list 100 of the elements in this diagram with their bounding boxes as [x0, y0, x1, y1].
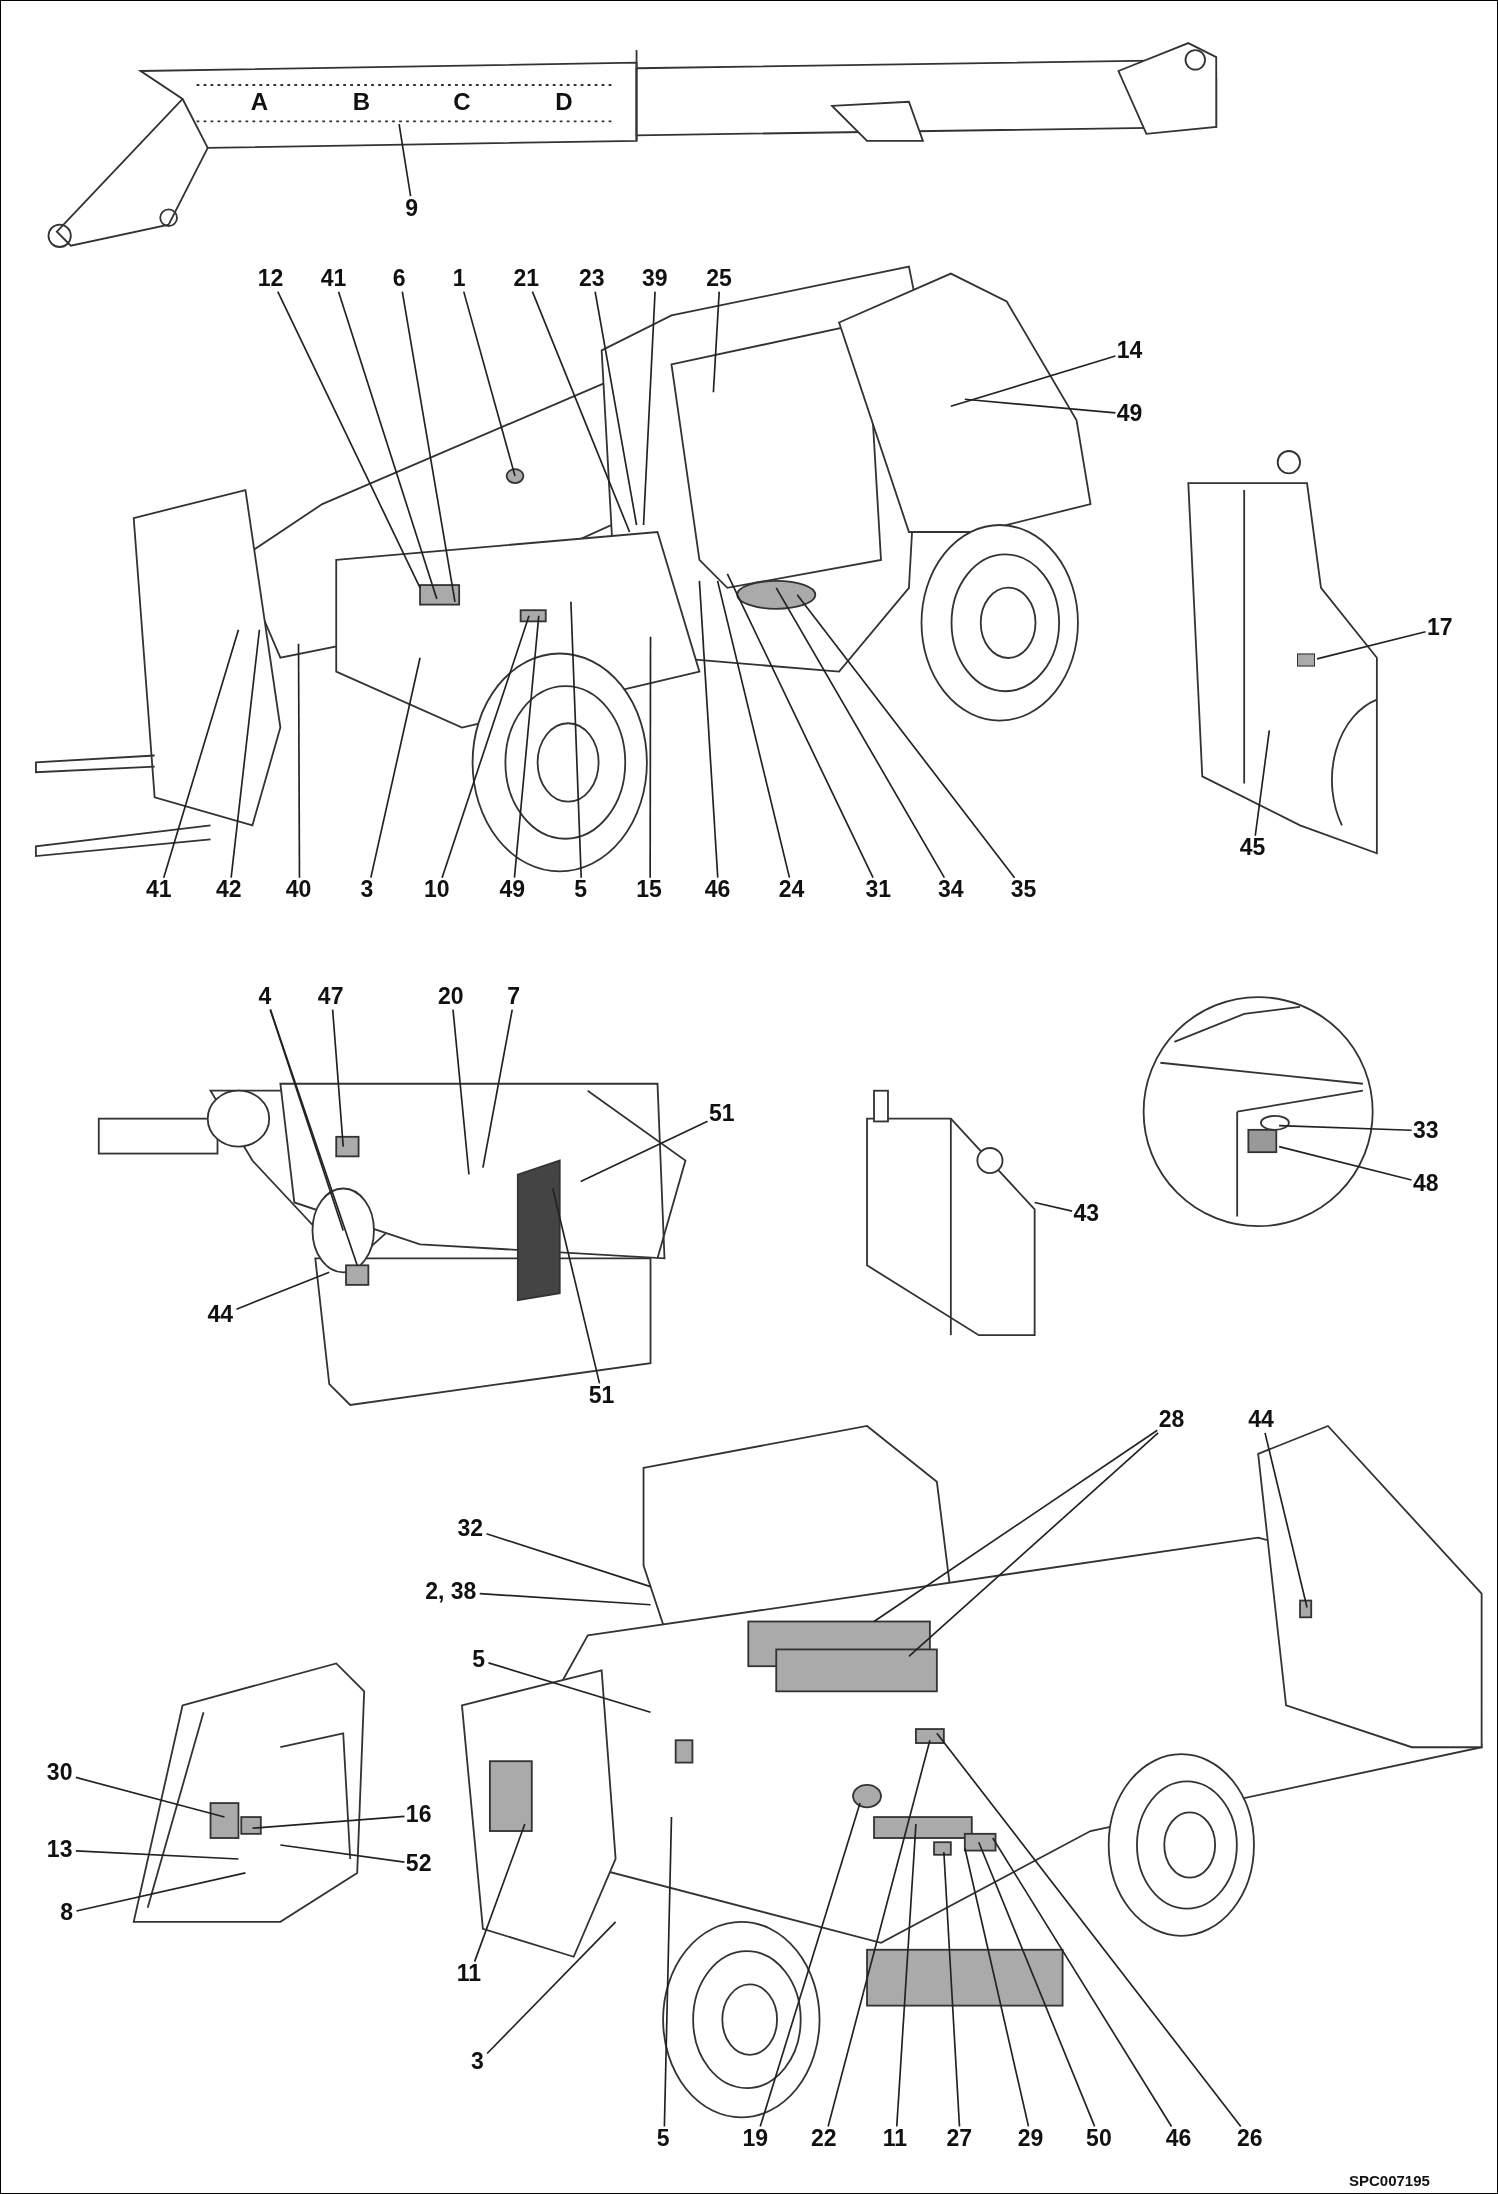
callout-number: 22: [809, 2126, 838, 2150]
leader-line: [462, 290, 516, 477]
leader-line: [936, 1732, 1242, 2128]
leader-line: [269, 1008, 359, 1267]
leader-line: [331, 1008, 345, 1148]
callout-number: 11: [455, 1961, 483, 1985]
leader-line: [977, 1841, 1096, 2128]
leader-line: [473, 1823, 526, 1963]
callout-number: 3: [359, 877, 375, 901]
leader-line: [1278, 1124, 1413, 1132]
leader-line: [712, 290, 721, 394]
callout-number: 5: [471, 1647, 487, 1671]
callout-number: 8: [59, 1900, 75, 1924]
callout-number: 25: [705, 266, 733, 290]
section-letter: C: [453, 89, 471, 114]
callout-number: 5: [573, 877, 589, 901]
leader-line: [775, 587, 946, 879]
callout-number: 33: [1411, 1118, 1440, 1142]
callout-number: 44: [1247, 1407, 1275, 1431]
callout-number: 11: [881, 2126, 909, 2150]
callout-number: 39: [640, 266, 669, 290]
callout-number: 32: [456, 1516, 485, 1540]
leader-line: [950, 355, 1117, 408]
leader-line: [991, 1837, 1173, 2128]
callout-number: 52: [404, 1851, 433, 1875]
callout-number: 4: [257, 984, 273, 1008]
callout-number: 14: [1115, 338, 1144, 362]
callout-number: 3: [469, 2049, 485, 2073]
callout-number: 34: [937, 877, 965, 901]
leader-line: [162, 628, 240, 879]
callout-number: 2, 38: [424, 1579, 478, 1603]
callout-number: 29: [1016, 2126, 1045, 2150]
callout-number: 28: [1157, 1407, 1186, 1431]
leader-line: [716, 580, 791, 879]
callout-number: 47: [316, 984, 345, 1008]
leader-line: [895, 1823, 917, 2128]
leader-line: [452, 1008, 470, 1176]
callout-number: 20: [436, 984, 465, 1008]
callout-number: 48: [1411, 1171, 1440, 1195]
leader-line: [759, 1802, 861, 2128]
callout-number: 10: [423, 877, 451, 901]
leader-line: [279, 1844, 406, 1863]
leader-line: [75, 1776, 226, 1818]
leader-line: [370, 656, 421, 879]
leader-line: [943, 1851, 961, 2128]
callout-number: 49: [498, 877, 527, 901]
callout-number: 30: [45, 1760, 74, 1784]
callout-number: 51: [707, 1101, 736, 1125]
leader-line: [478, 1592, 652, 1606]
leader-line: [1033, 1201, 1073, 1212]
leader-line: [873, 1429, 1159, 1623]
leader-line: [579, 1120, 709, 1183]
leader-line: [827, 1739, 931, 2128]
callout-number: 49: [1115, 401, 1144, 425]
callout-number: 35: [1009, 877, 1038, 901]
callout-number: 7: [506, 984, 521, 1008]
section-letter: D: [555, 89, 573, 114]
callout-number: 46: [1164, 2126, 1193, 2150]
leader-line: [230, 628, 261, 879]
callout-number: 16: [404, 1802, 433, 1826]
callout-number: 6: [391, 266, 407, 290]
leader-line: [398, 123, 412, 197]
callout-number: 44: [206, 1302, 235, 1326]
leader-line: [649, 635, 652, 879]
leader-line: [401, 290, 456, 603]
leader-line: [963, 1846, 1030, 2128]
section-letter: A: [250, 89, 269, 114]
callout-number: 9: [404, 196, 420, 220]
leader-line: [594, 290, 638, 526]
leader-line: [963, 398, 1117, 414]
leader-line: [908, 1432, 1159, 1658]
callout-number: 12: [256, 266, 285, 290]
callout-number: 21: [512, 266, 540, 290]
callout-number: 13: [45, 1837, 74, 1861]
leader-line: [297, 642, 301, 879]
leader-line: [486, 1921, 617, 2055]
callout-number: 23: [578, 266, 606, 290]
leader-line: [726, 573, 874, 879]
callout-number: 42: [214, 877, 243, 901]
drawing-code: SPC007195: [1349, 2172, 1430, 2188]
callout-number: 26: [1235, 2126, 1264, 2150]
callout-number: 40: [284, 877, 313, 901]
callout-number: 27: [945, 2126, 973, 2150]
callout-number: 5: [655, 2126, 671, 2150]
callout-number: 51: [587, 1383, 616, 1407]
callout-number: 15: [635, 877, 663, 901]
leader-line: [1254, 729, 1271, 837]
leader-line: [1316, 630, 1427, 660]
leader-line: [642, 290, 656, 526]
callout-number: 41: [319, 266, 348, 290]
leader-line: [551, 1187, 601, 1385]
leader-line: [485, 1532, 652, 1588]
leader-line: [276, 290, 421, 589]
callout-number: 24: [777, 877, 806, 901]
leader-line: [235, 1271, 331, 1310]
leader-line: [441, 614, 530, 879]
callout-number: 17: [1425, 615, 1454, 639]
leader-line: [570, 601, 583, 879]
leader-line: [796, 594, 1016, 879]
callout-number: 19: [741, 2126, 770, 2150]
